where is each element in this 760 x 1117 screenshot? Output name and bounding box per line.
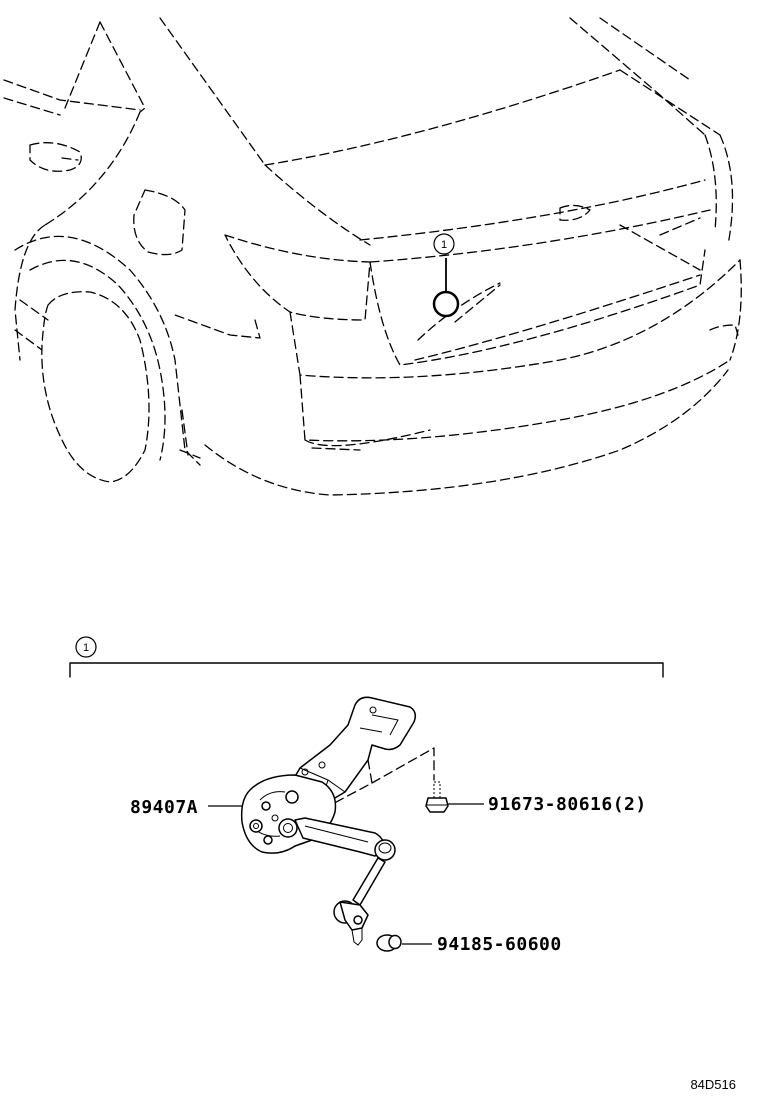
height-control-sensor[interactable] [240,696,435,946]
callout-badge-group [75,636,97,658]
svg-text:1: 1 [441,239,447,251]
nut-94185[interactable] [376,934,402,952]
svg-text:89407A: 89407A [130,797,198,818]
svg-text:94185-60600: 94185-60600 [437,934,562,955]
part-label-91673-80616[interactable]: 91673-80616(2) [448,794,647,815]
part-label-89407a[interactable]: 89407A [130,797,242,818]
sensor-location-marker[interactable]: 1 [432,233,460,318]
callout-badge-top: 1 [433,233,455,255]
drawing-code: 84D516 [690,1077,736,1092]
car-rear-outline [3,17,742,496]
callout-group-label: 1 [83,642,89,654]
bolt-91673[interactable] [425,781,449,813]
svg-text:91673-80616(2): 91673-80616(2) [488,794,647,815]
part-label-94185-60600[interactable]: 94185-60600 [402,934,562,955]
group-bracket: 1 [69,636,664,678]
